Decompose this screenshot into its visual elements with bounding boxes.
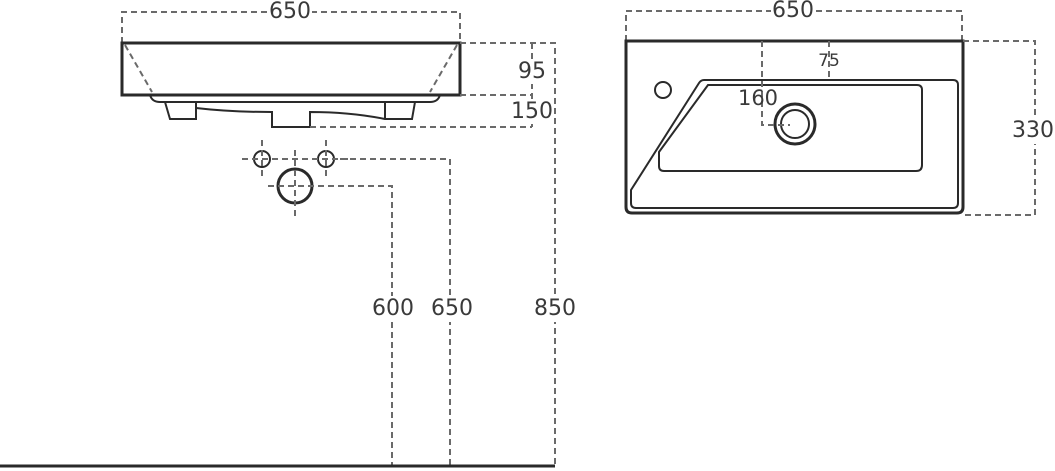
top-width-label: 650 <box>772 0 814 23</box>
rim-height-label: 95 <box>518 59 546 84</box>
basin-feet <box>164 101 416 128</box>
tap-hole <box>654 81 672 99</box>
top-height-label: 850 <box>534 296 576 321</box>
front-view: 650 95 150 600 650 850 <box>0 0 576 468</box>
drain-height-label: 600 <box>372 296 414 321</box>
total-height-label: 150 <box>511 99 553 124</box>
top-dimension-lines <box>761 40 1036 216</box>
height-dimension-lines <box>310 42 556 466</box>
front-width-label: 650 <box>269 0 311 24</box>
bowl-offset-label: 75 <box>818 51 840 71</box>
drain-offset-label: 160 <box>738 86 778 110</box>
basin-underside <box>149 94 441 103</box>
drain-inner <box>780 109 810 139</box>
top-view: 650 330 160 75 <box>624 0 1055 216</box>
basin-outline <box>624 39 965 215</box>
drain-outer <box>773 102 817 146</box>
basin-body <box>120 41 462 97</box>
service-dimension-lines <box>242 140 451 466</box>
basin-rim <box>630 79 959 209</box>
bowl-hidden-lines <box>124 44 458 93</box>
bowl-outline <box>658 84 923 172</box>
top-width-dimension-line <box>625 10 963 41</box>
tap-height-label: 650 <box>431 296 473 321</box>
depth-label: 330 <box>1012 118 1054 143</box>
